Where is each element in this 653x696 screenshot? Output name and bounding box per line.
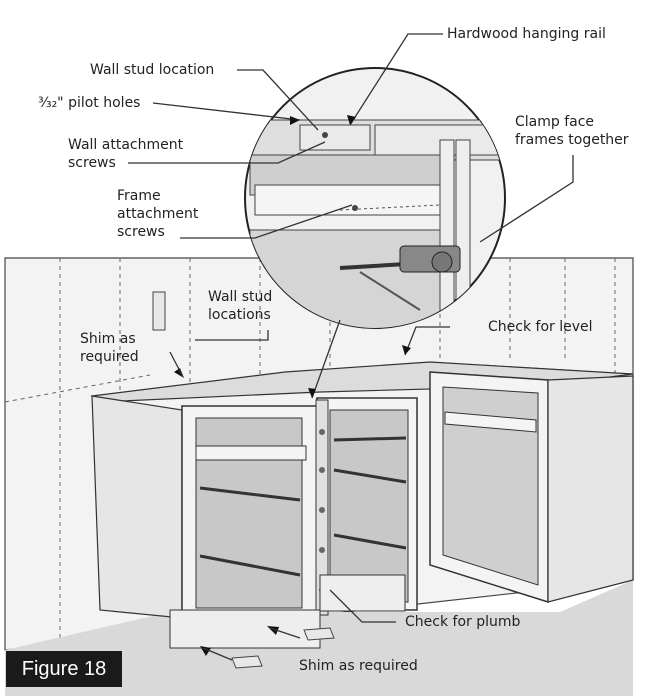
label-shim-bottom: Shim as required <box>299 658 418 674</box>
left-cabinet-side <box>91 395 183 619</box>
label-clamp-face-frames: Clamp face frames together <box>515 114 629 148</box>
toe-kick <box>169 609 321 649</box>
label-frame-attachment-screws: Frame attachment screws <box>117 188 199 240</box>
figure-label-badge: Figure 18 <box>6 651 122 687</box>
label-check-level: Check for level <box>488 319 593 335</box>
label-shim-top: Shim as required <box>80 331 139 365</box>
label-check-plumb: Check for plumb <box>405 614 521 630</box>
label-wall-stud-locations: Wall stud locations <box>208 289 273 323</box>
drawer-slides-middle <box>333 436 407 550</box>
callout-leaders <box>128 33 574 623</box>
label-hardwood-rail: Hardwood hanging rail <box>447 26 606 42</box>
label-wall-stud-location: Wall stud location <box>90 62 215 78</box>
wall-shim <box>152 291 166 331</box>
label-wall-attachment-screws: Wall attachment screws <box>68 137 184 171</box>
floor-shim-right <box>303 627 335 641</box>
label-pilot-holes: ³⁄₃₂" pilot holes <box>38 95 141 111</box>
floor-shim-left <box>231 655 263 669</box>
